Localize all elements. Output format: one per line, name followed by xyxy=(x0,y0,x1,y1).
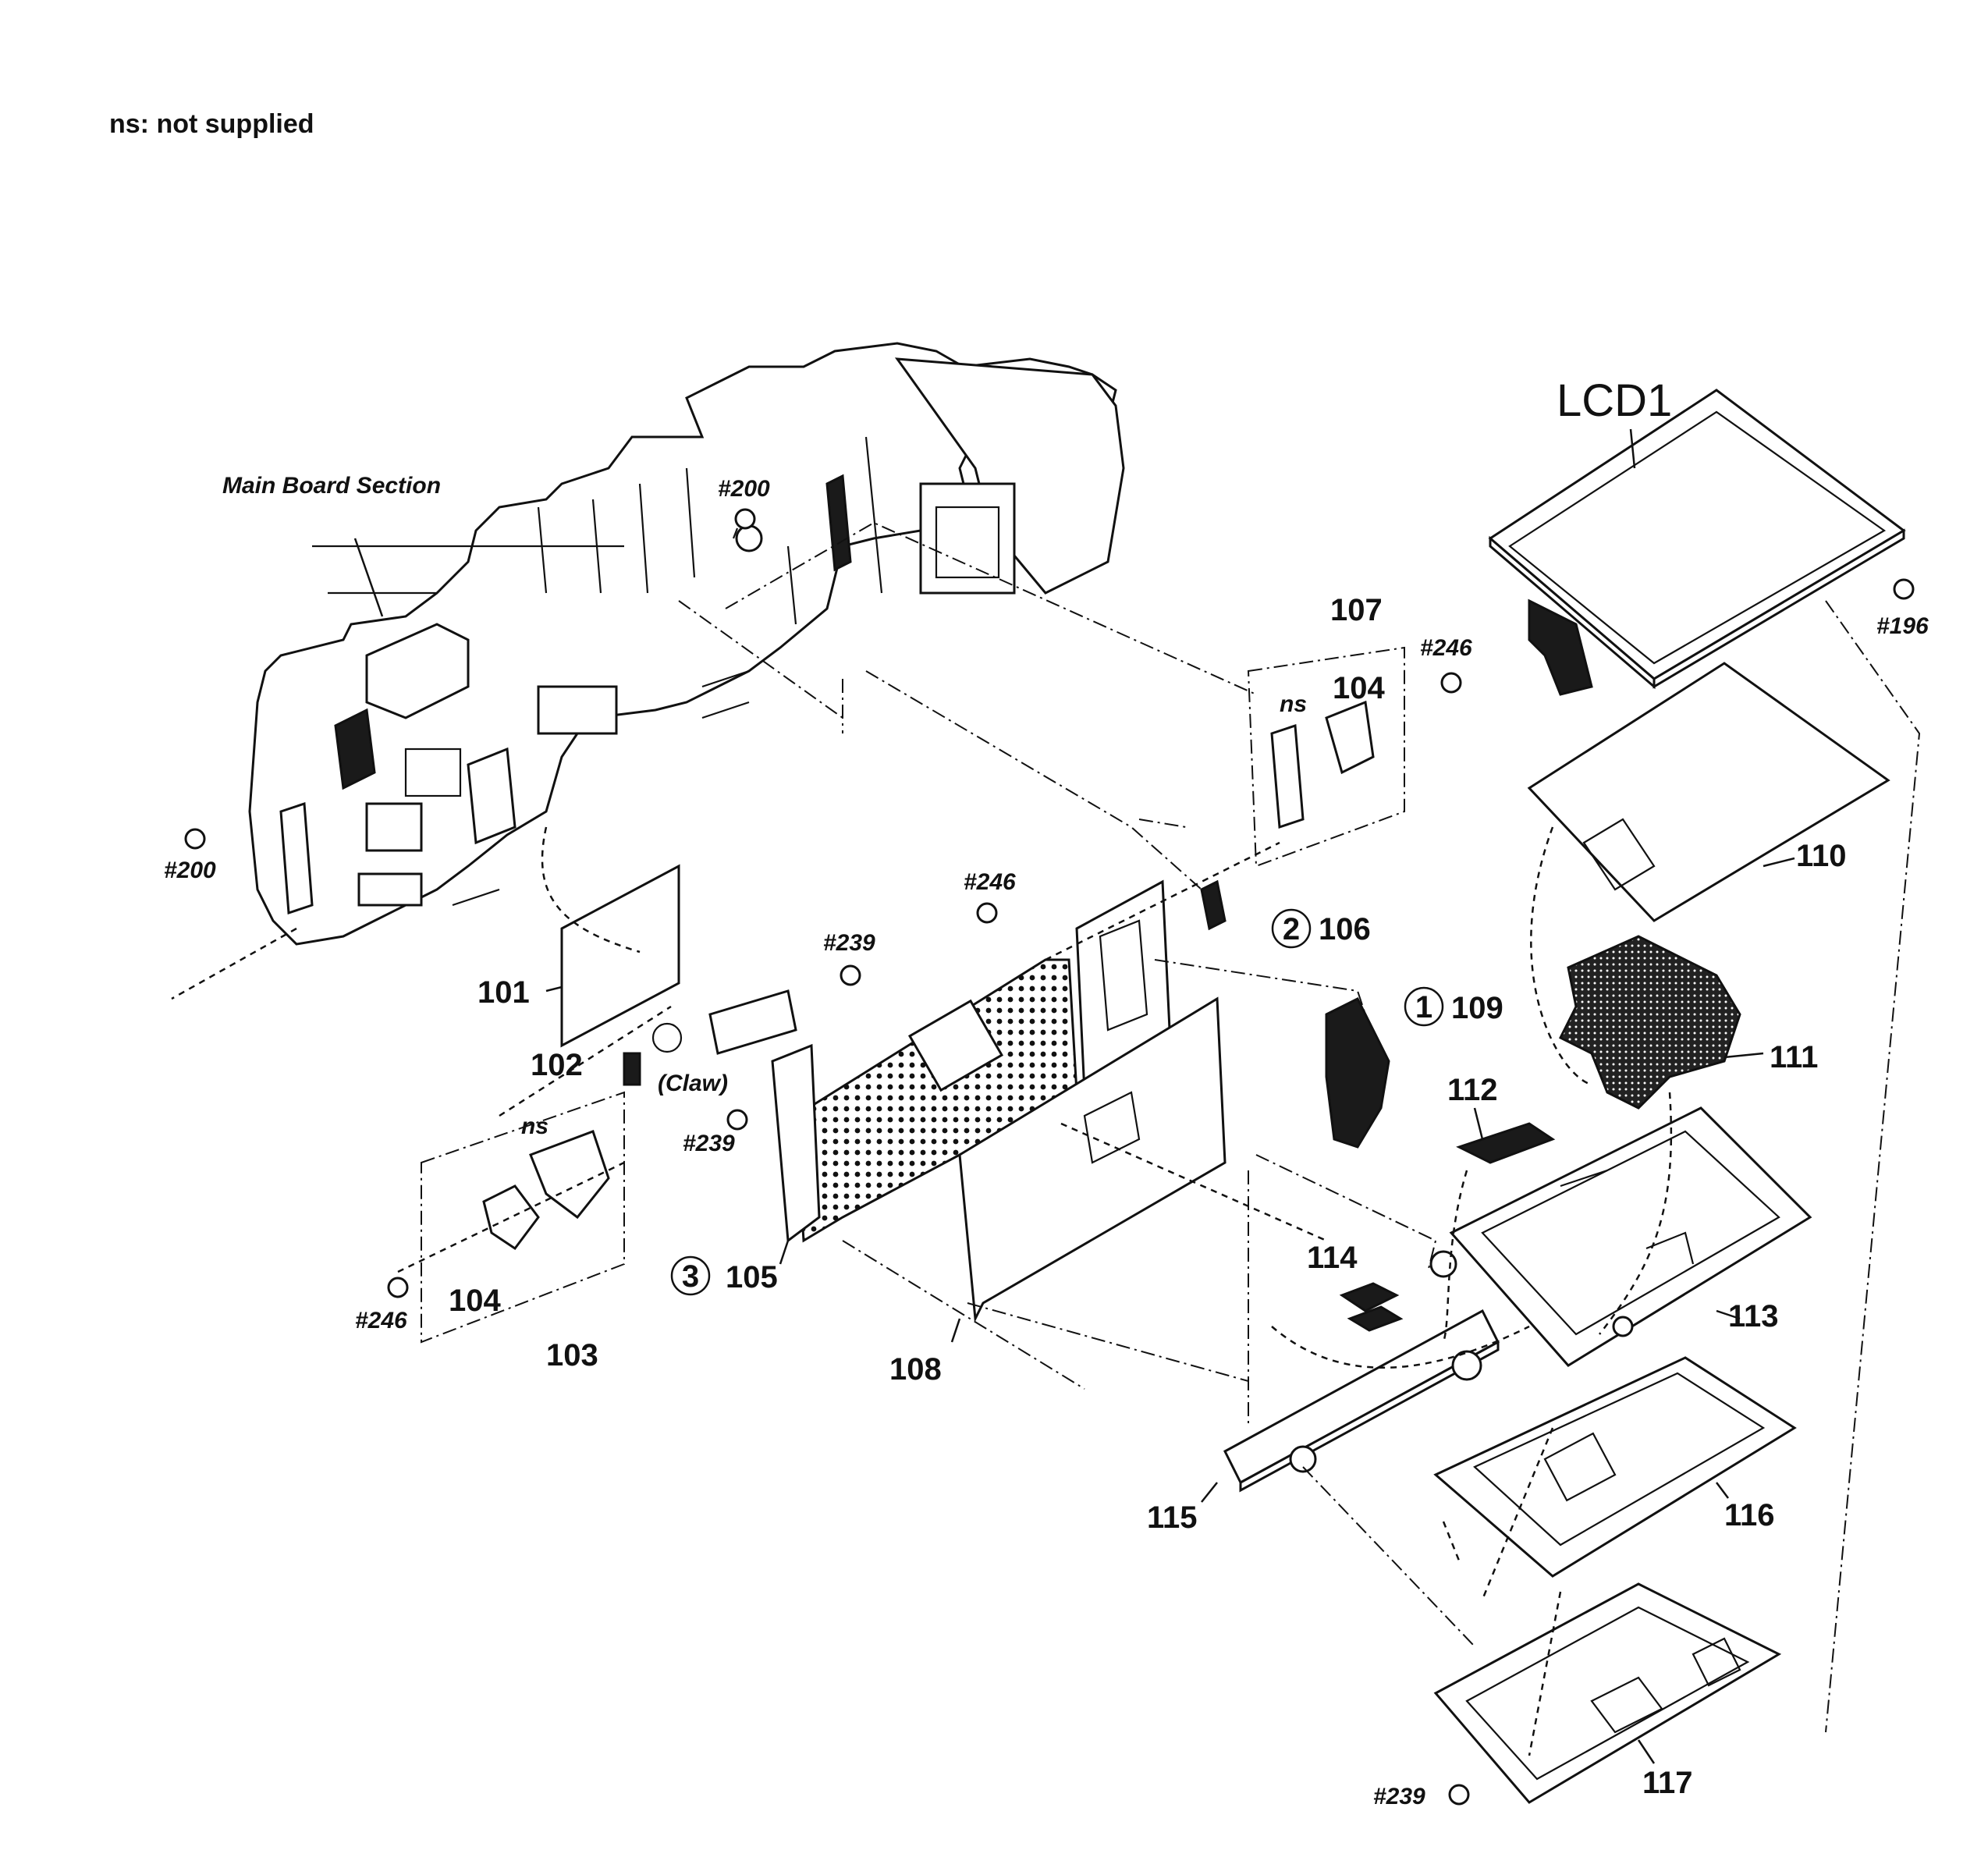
part-label-112: 112 xyxy=(1447,1073,1498,1107)
screw-246-middle xyxy=(976,902,998,924)
lcd1-panel xyxy=(1488,389,1906,696)
part-106-lever xyxy=(1200,879,1227,931)
part-111-flex-board xyxy=(1558,935,1764,1110)
part-112-small-plate xyxy=(1456,1107,1556,1164)
marker-circle-3 xyxy=(670,1255,711,1296)
screw-200-left xyxy=(184,828,206,850)
part-label-103: 103 xyxy=(546,1338,598,1373)
screw-label-246-middle: #246 xyxy=(964,869,1016,895)
part-label-115: 115 xyxy=(1147,1500,1198,1535)
screw-200-top xyxy=(732,508,756,539)
main-board-section-label: Main Board Section xyxy=(222,473,441,499)
screw-239-middle xyxy=(726,1109,748,1131)
ns-label-107: ns xyxy=(1280,691,1307,717)
part-label-114: 114 xyxy=(1307,1241,1358,1275)
screw-label-239-upper: #239 xyxy=(823,930,875,956)
screw-label-200-left: #200 xyxy=(164,858,216,883)
screw-label-246-lower: #246 xyxy=(355,1308,407,1333)
part-110-lcd-sheet xyxy=(1527,662,1890,922)
part-115-bracket xyxy=(1201,1309,1500,1503)
screw-246-upper xyxy=(1440,672,1462,694)
screw-label-196: #196 xyxy=(1876,613,1929,639)
marker-circle-2 xyxy=(1271,908,1312,949)
screw-196 xyxy=(1893,578,1915,600)
marker-circle-2-text: 2 xyxy=(1283,912,1300,946)
part-116-plate xyxy=(1433,1356,1797,1578)
part-label-108: 108 xyxy=(889,1352,942,1387)
screw-label-246-upper: #246 xyxy=(1420,635,1472,661)
marker-circle-1-text: 1 xyxy=(1415,990,1432,1025)
part-label-107: 107 xyxy=(1330,593,1383,627)
part-113-rear-chassis xyxy=(1429,1106,1812,1367)
part-label-116: 116 xyxy=(1724,1498,1775,1532)
part-101-sheet xyxy=(545,864,680,1048)
claw-label: (Claw) xyxy=(658,1071,728,1096)
assembly-guide-lines xyxy=(171,521,1921,1756)
part-117-bottom-plate xyxy=(1433,1582,1782,1804)
part-114-hinge xyxy=(1339,1282,1404,1332)
part-label-117: 117 xyxy=(1642,1766,1693,1800)
part-label-109: 109 xyxy=(1451,991,1503,1025)
part-label-105: 105 xyxy=(726,1260,778,1294)
not-supplied-note: ns: not supplied xyxy=(109,109,314,139)
part-108-insulation-sheet xyxy=(950,996,1227,1343)
screw-239-bottom xyxy=(1448,1784,1470,1806)
lcd1-label: LCD1 xyxy=(1557,375,1672,426)
part-label-111: 111 xyxy=(1770,1040,1818,1074)
part-103-group xyxy=(421,1091,625,1344)
screw-label-200-top: #200 xyxy=(718,476,770,502)
part-label-113: 113 xyxy=(1728,1299,1779,1333)
part-label-101: 101 xyxy=(477,975,530,1010)
screw-label-239-bottom: #239 xyxy=(1373,1784,1425,1809)
part-102-connector xyxy=(623,989,797,1086)
marker-circle-1 xyxy=(1404,986,1444,1027)
ns-label-103: ns xyxy=(521,1113,548,1139)
part-label-106: 106 xyxy=(1319,912,1371,946)
part-107-group xyxy=(1247,646,1405,868)
part-label-110: 110 xyxy=(1796,839,1847,873)
part-105-shield-board xyxy=(771,879,1172,1265)
screw-label-239-middle: #239 xyxy=(683,1131,735,1156)
part-label-104-upper: 104 xyxy=(1333,671,1385,705)
screw-239-upper xyxy=(840,964,861,986)
part-109-shutter xyxy=(1325,996,1390,1149)
main-board-section-assembly xyxy=(248,342,1125,946)
part-label-104-lower: 104 xyxy=(449,1284,501,1318)
marker-circle-3-text: 3 xyxy=(682,1259,699,1294)
screw-246-lower xyxy=(387,1277,409,1298)
part-label-102: 102 xyxy=(531,1048,583,1082)
